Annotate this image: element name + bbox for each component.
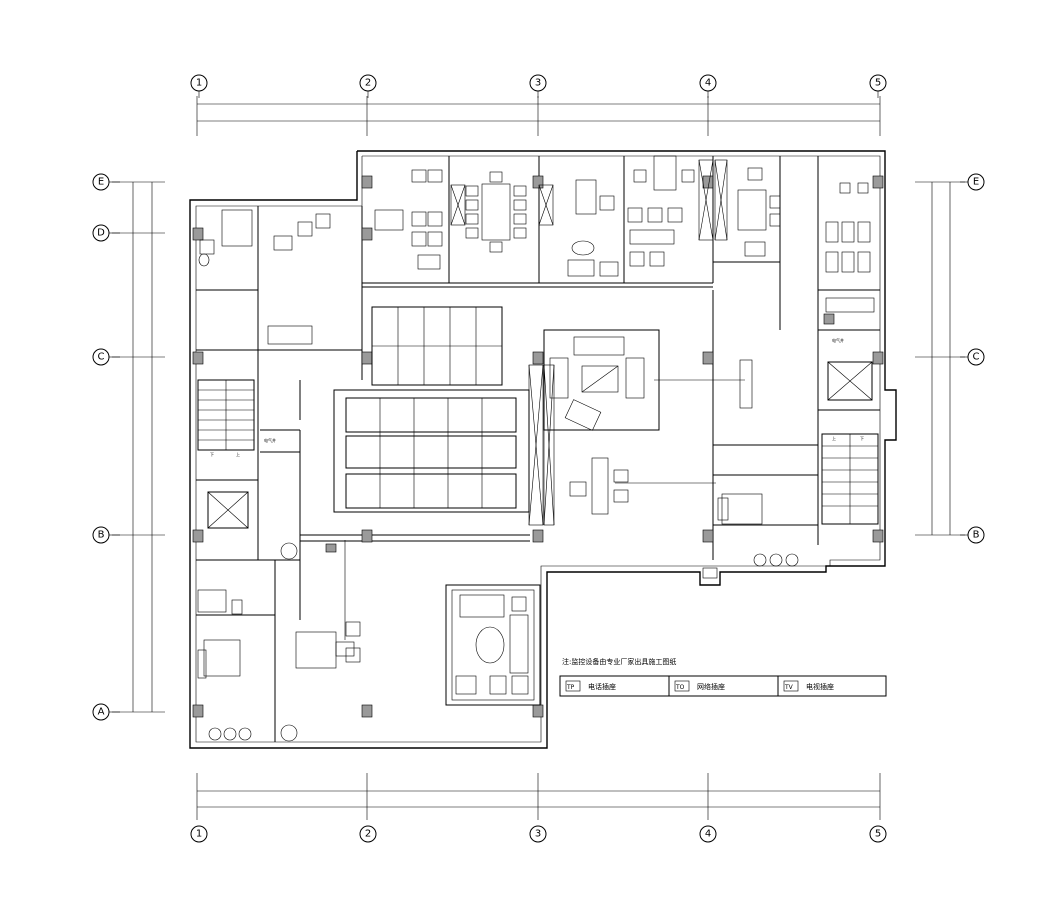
workstations-lower xyxy=(333,389,530,513)
legend-label-tp: 电话插座 xyxy=(588,682,616,691)
elevator-left xyxy=(207,491,249,529)
svg-text:E: E xyxy=(973,177,979,188)
grid-bubble-right-E: E xyxy=(967,173,985,191)
bottom-dimension-lines xyxy=(196,773,881,820)
grid-bubble-left-A: A xyxy=(92,703,110,721)
elevator-right xyxy=(827,361,873,401)
svg-text:1: 1 xyxy=(196,829,202,840)
svg-text:2: 2 xyxy=(365,829,371,840)
svg-text:下: 下 xyxy=(860,436,864,441)
svg-text:D: D xyxy=(97,228,105,239)
grid-bubble-bottom-1: 1 xyxy=(190,825,208,843)
grid-leader-lines xyxy=(109,91,968,713)
svg-text:电气井: 电气井 xyxy=(832,337,844,343)
svg-text:A: A xyxy=(98,707,105,718)
lounge-furniture xyxy=(549,336,753,431)
svg-text:5: 5 xyxy=(875,829,881,840)
grid-bubble-bottom-5: 5 xyxy=(869,825,887,843)
grid-bubble-right-C: C xyxy=(967,348,985,366)
svg-text:C: C xyxy=(98,352,105,363)
grid-bubble-bottom-4: 4 xyxy=(699,825,717,843)
svg-text:3: 3 xyxy=(535,829,541,840)
grid-bubble-bottom-3: 3 xyxy=(529,825,547,843)
svg-text:1: 1 xyxy=(196,78,202,89)
legend-symbol-to: TO xyxy=(675,684,685,691)
svg-text:2: 2 xyxy=(365,78,371,89)
grid-bubble-left-E: E xyxy=(92,173,110,191)
legend-symbol-tv: TV xyxy=(784,684,794,691)
grid-bubble-top-3: 3 xyxy=(529,74,547,92)
svg-text:上: 上 xyxy=(832,435,836,441)
corridor-seating xyxy=(702,553,799,579)
left-dimension-lines xyxy=(112,181,165,713)
window-marks xyxy=(450,159,728,526)
drawing-note: 注:监控设备由专业厂家出具施工图纸 xyxy=(562,657,676,666)
grid-bubble-bottom-2: 2 xyxy=(359,825,377,843)
grid-bubble-top-4: 4 xyxy=(699,74,717,92)
office-furniture-left xyxy=(197,209,331,741)
svg-text:C: C xyxy=(973,352,980,363)
room-labels: 电气井 电气井 xyxy=(264,337,844,443)
toilet-fixtures-right xyxy=(823,182,875,325)
legend-table: TP TO TV 电话插座 网络插座 电视插座 xyxy=(559,675,887,697)
svg-text:B: B xyxy=(98,530,105,541)
office-furniture-top xyxy=(374,155,781,277)
reception-lounge xyxy=(445,584,541,706)
grid-bubble-left-B: B xyxy=(92,526,110,544)
right-dimension-lines xyxy=(915,181,965,536)
legend-label-to: 网络插座 xyxy=(697,682,725,691)
svg-text:4: 4 xyxy=(705,829,711,840)
grid-bubble-right-B: B xyxy=(967,526,985,544)
office-furniture-middle xyxy=(569,457,763,525)
svg-text:3: 3 xyxy=(535,78,541,89)
svg-text:E: E xyxy=(98,177,104,188)
workstations-upper xyxy=(371,306,503,386)
svg-text:上: 上 xyxy=(236,451,240,457)
exterior-walls xyxy=(189,150,897,749)
svg-text:4: 4 xyxy=(705,78,711,89)
svg-text:5: 5 xyxy=(875,78,881,89)
legend-symbol-tp: TP xyxy=(566,684,575,691)
grid-bubble-left-C: C xyxy=(92,348,110,366)
top-dimension-lines xyxy=(196,96,881,136)
stair-left: 下 上 xyxy=(197,379,255,457)
svg-text:电气井: 电气井 xyxy=(264,437,276,443)
grid-bubble-left-D: D xyxy=(92,224,110,242)
legend-label-tv: 电视插座 xyxy=(806,682,834,691)
office-furniture-lower-left xyxy=(280,540,361,742)
interior-walls xyxy=(196,156,880,742)
grid-bubble-top-1: 1 xyxy=(190,74,208,92)
svg-text:下: 下 xyxy=(210,452,214,457)
svg-text:B: B xyxy=(973,530,980,541)
grid-bubble-top-2: 2 xyxy=(359,74,377,92)
stair-right: 上 下 xyxy=(821,433,879,525)
grid-bubble-top-5: 5 xyxy=(869,74,887,92)
